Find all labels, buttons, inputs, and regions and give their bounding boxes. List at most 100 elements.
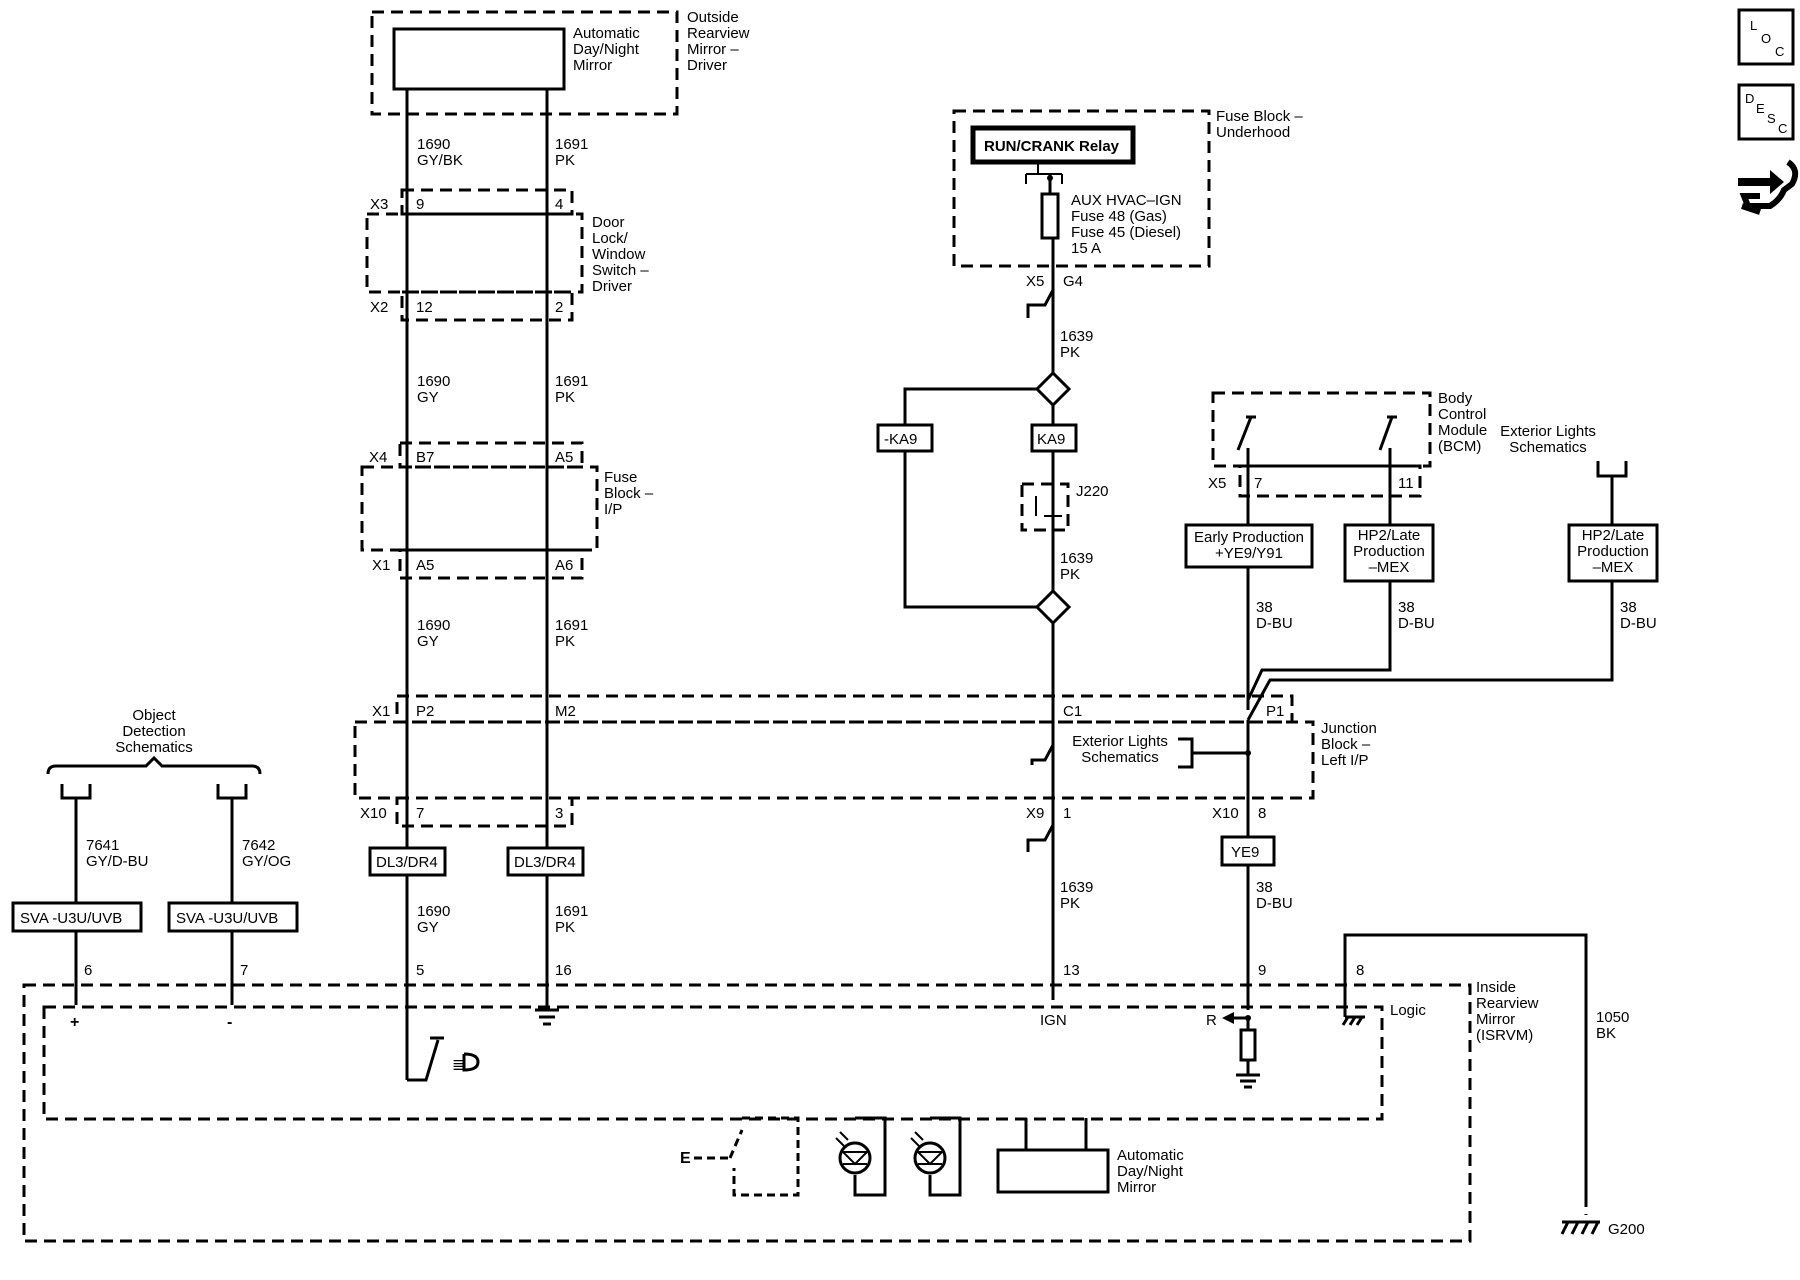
ground-g200-symbol bbox=[1560, 1220, 1600, 1235]
svg-text:M2: M2 bbox=[555, 703, 576, 720]
svg-text:11: 11 bbox=[1398, 475, 1414, 492]
svg-text:X3: X3 bbox=[370, 196, 388, 213]
wire-1691-low-color: PK bbox=[555, 633, 575, 650]
svg-text:A6: A6 bbox=[555, 557, 573, 574]
connector-tool-icon[interactable] bbox=[1738, 159, 1799, 215]
svg-text:8: 8 bbox=[1258, 805, 1266, 822]
wire-1690-mid-color: GY bbox=[417, 389, 439, 406]
splice-j220: J220 bbox=[1020, 482, 1109, 532]
svg-text:E: E bbox=[680, 1150, 691, 1167]
run-crank-relay-label: RUN/CRANK Relay bbox=[984, 138, 1120, 155]
svg-text:GY: GY bbox=[417, 919, 439, 936]
wire-1691-top-color: PK bbox=[555, 152, 575, 169]
svg-text:7642: 7642 bbox=[242, 837, 275, 854]
svg-text:X1: X1 bbox=[372, 557, 390, 574]
svg-text:PK: PK bbox=[1060, 344, 1080, 361]
svg-text:9: 9 bbox=[1258, 962, 1266, 979]
svg-text:D-BU: D-BU bbox=[1256, 615, 1293, 632]
svg-text:C1: C1 bbox=[1063, 703, 1082, 720]
svg-text:1639: 1639 bbox=[1060, 550, 1093, 567]
splice-diamond-upper bbox=[1034, 370, 1072, 408]
svg-text:PK: PK bbox=[555, 919, 575, 936]
wire-1050 bbox=[1343, 933, 1588, 1195]
svg-text:C: C bbox=[1778, 121, 1787, 136]
svg-text:13: 13 bbox=[1063, 962, 1080, 979]
svg-text:D: D bbox=[1745, 91, 1754, 106]
wire-1691-mid-color: PK bbox=[555, 389, 575, 406]
svg-text:Fuse Block –Underhood: Fuse Block –Underhood bbox=[1216, 108, 1303, 141]
svg-text:E: E bbox=[1756, 101, 1765, 116]
svg-text:X1: X1 bbox=[372, 703, 390, 720]
option-ye9: YE9 bbox=[1231, 844, 1259, 861]
svg-text:-: - bbox=[227, 1014, 232, 1031]
svg-text:D-BU: D-BU bbox=[1398, 615, 1435, 632]
wire-1690-low-circuit: 1690 bbox=[417, 617, 450, 634]
svg-text:X4: X4 bbox=[369, 449, 387, 466]
description-nav-icon[interactable]: D E S C bbox=[1737, 83, 1795, 141]
svg-text:A5: A5 bbox=[416, 557, 434, 574]
option-dl3-dr4-left: DL3/DR4 bbox=[376, 854, 438, 871]
svg-text:5: 5 bbox=[416, 962, 424, 979]
svg-text:1050: 1050 bbox=[1596, 1009, 1629, 1026]
svg-text:38: 38 bbox=[1256, 599, 1273, 616]
svg-text:D-BU: D-BU bbox=[1620, 615, 1657, 632]
svg-text:7: 7 bbox=[1254, 475, 1262, 492]
wire-1691-mid-circuit: 1691 bbox=[555, 373, 588, 390]
svg-text:A5: A5 bbox=[555, 449, 573, 466]
svg-text:1: 1 bbox=[1063, 805, 1071, 822]
option-neg-ka9: -KA9 bbox=[884, 431, 917, 448]
wire-1690-top-circuit: 1690 bbox=[417, 136, 450, 153]
splice-diamond-lower bbox=[1034, 588, 1072, 626]
svg-text:B7: B7 bbox=[416, 449, 434, 466]
option-ka9: KA9 bbox=[1037, 431, 1065, 448]
svg-text:1639: 1639 bbox=[1060, 879, 1093, 896]
option-sva-right: SVA -U3U/UVB bbox=[176, 910, 278, 927]
svg-text:G4: G4 bbox=[1063, 273, 1083, 290]
svg-text:X10: X10 bbox=[360, 805, 387, 822]
svg-text:PK: PK bbox=[1060, 566, 1080, 583]
wire-1690-mid-circuit: 1690 bbox=[417, 373, 450, 390]
svg-text:GY/OG: GY/OG bbox=[242, 853, 291, 870]
mirror-device-label-1: Automatic bbox=[573, 25, 640, 42]
wire-1690-low-color: GY bbox=[417, 633, 439, 650]
svg-text:X5: X5 bbox=[1026, 273, 1044, 290]
svg-text:16: 16 bbox=[555, 962, 572, 979]
connector-x5-g4-symbol bbox=[1026, 289, 1055, 318]
wire-38-exterior bbox=[1246, 476, 1614, 721]
svg-text:8: 8 bbox=[1356, 962, 1364, 979]
svg-text:P2: P2 bbox=[416, 703, 434, 720]
svg-text:≣: ≣ bbox=[452, 1057, 465, 1074]
svg-text:Logic: Logic bbox=[1390, 1002, 1426, 1019]
svg-text:GY/D-BU: GY/D-BU bbox=[86, 853, 149, 870]
early-production-label: Early Production+YE9/Y91 bbox=[1194, 529, 1304, 562]
connector-x9-symbol bbox=[1026, 824, 1055, 852]
wire-1691-top-circuit: 1691 bbox=[555, 136, 588, 153]
location-nav-icon[interactable]: L O C bbox=[1737, 8, 1795, 66]
svg-text:D-BU: D-BU bbox=[1256, 895, 1293, 912]
svg-text:7641: 7641 bbox=[86, 837, 119, 854]
svg-text:X9: X9 bbox=[1026, 805, 1044, 822]
svg-text:4: 4 bbox=[555, 196, 563, 213]
ka9-bypass-wire bbox=[903, 387, 1037, 609]
svg-text:X5: X5 bbox=[1208, 475, 1226, 492]
svg-text:P1: P1 bbox=[1266, 703, 1284, 720]
svg-text:S: S bbox=[1767, 111, 1776, 126]
wire-1690-top-color: GY/BK bbox=[417, 152, 463, 169]
svg-text:38: 38 bbox=[1620, 599, 1637, 616]
